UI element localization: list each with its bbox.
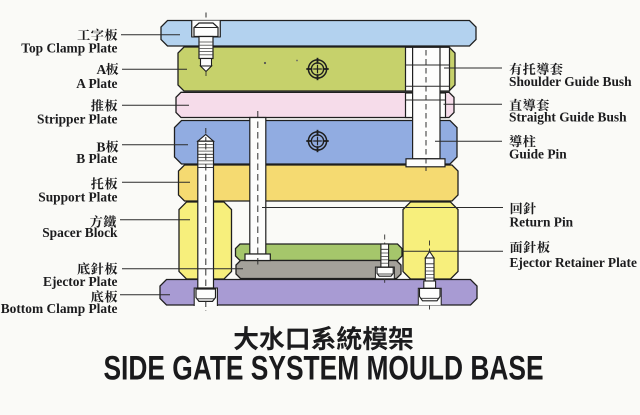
svg-text:Bottom Clamp Plate: Bottom Clamp Plate [1,301,118,316]
svg-text:Spacer Block: Spacer Block [42,225,118,240]
svg-text:SIDE GATE SYSTEM MOULD BASE: SIDE GATE SYSTEM MOULD BASE [103,348,543,387]
svg-text:A: A [97,62,107,77]
svg-text:Ejector Retainer Plate: Ejector Retainer Plate [510,255,637,270]
svg-text:Guide Pin: Guide Pin [509,146,567,161]
svg-text:Return Pin: Return Pin [510,214,574,229]
svg-text:Top Clamp Plate: Top Clamp Plate [21,40,117,55]
svg-text:Support Plate: Support Plate [38,190,117,205]
svg-text:Ejector Plate: Ejector Plate [43,274,118,289]
svg-text:B Plate: B Plate [76,151,117,166]
svg-text:Shoulder Guide Bush: Shoulder Guide Bush [509,74,632,89]
svg-text:B: B [97,140,106,155]
svg-text:Straight Guide Bush: Straight Guide Bush [509,110,627,125]
svg-text:A Plate: A Plate [76,76,117,91]
svg-text:Stripper Plate: Stripper Plate [37,111,118,126]
